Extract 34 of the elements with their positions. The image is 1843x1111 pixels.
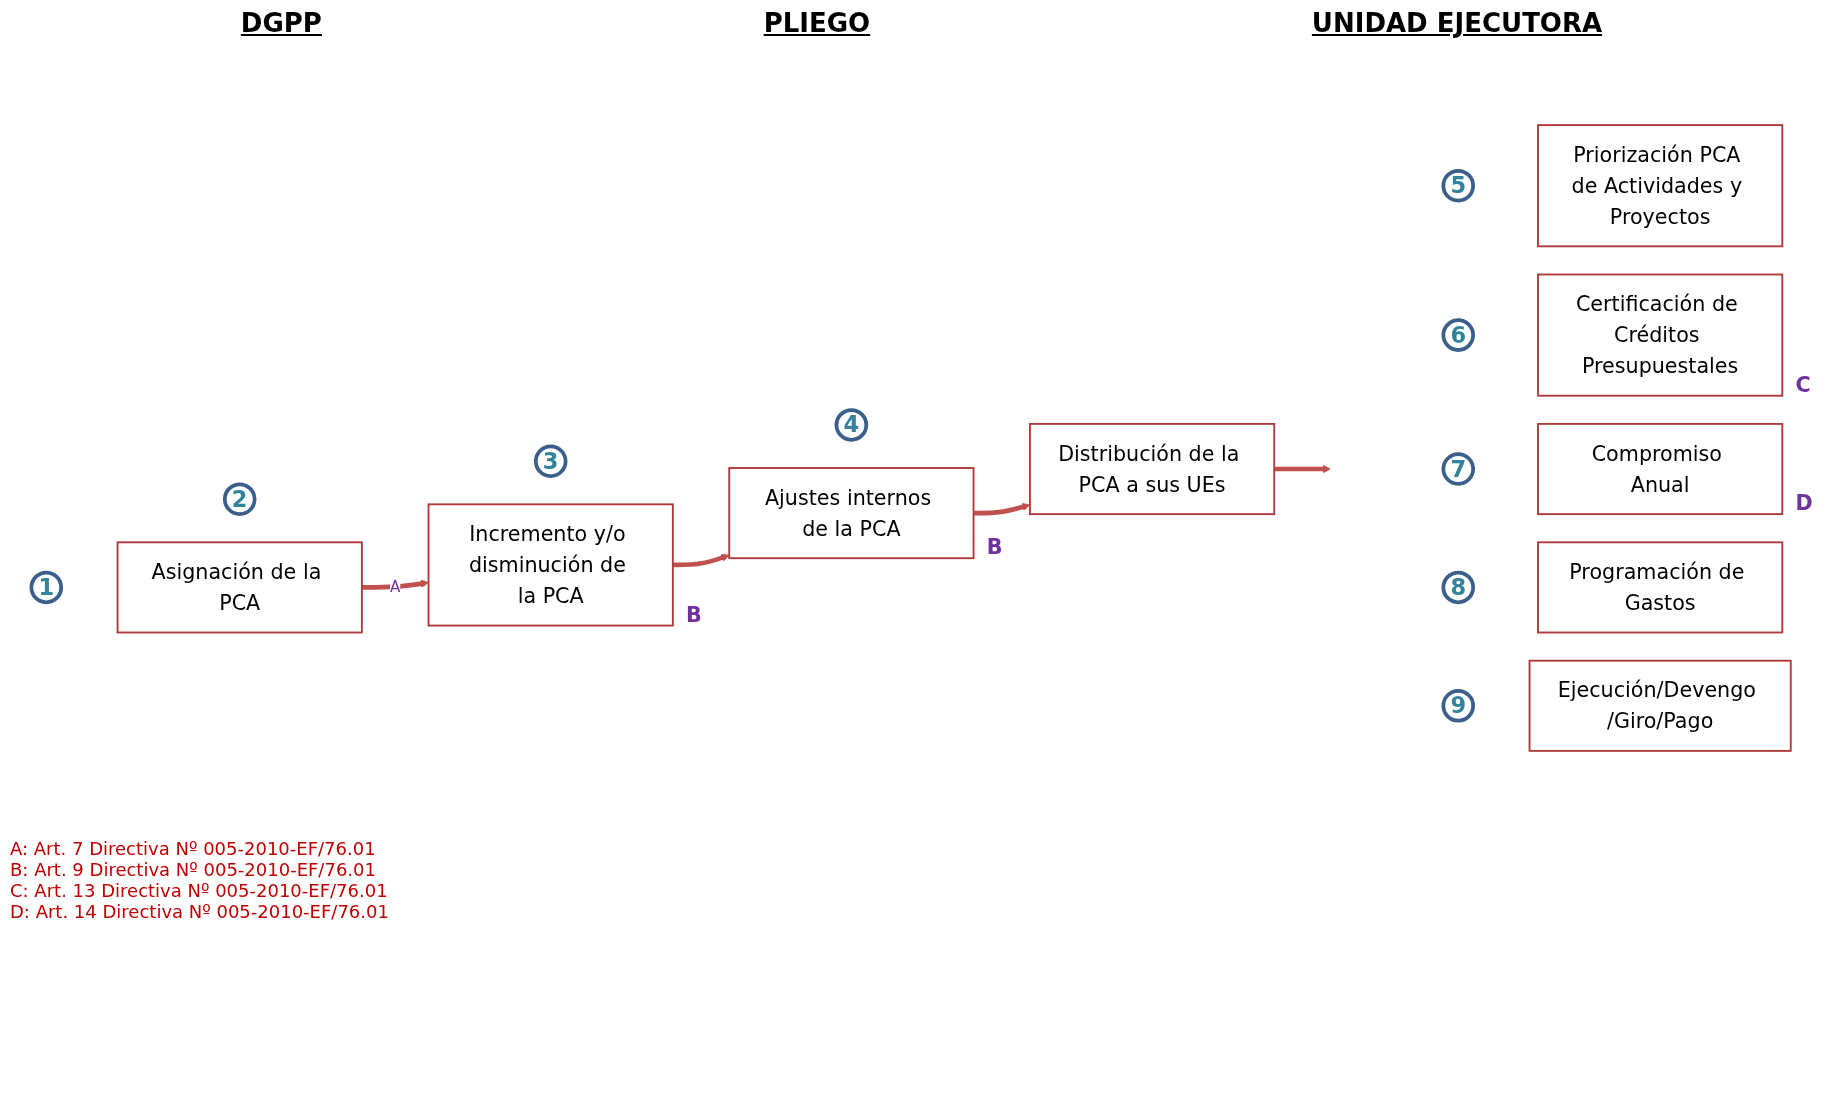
footnote: B: Art. 9 Directiva Nº 005-2010-EF/76.01 (10, 859, 377, 880)
reference-letter: D (1794, 491, 1813, 516)
node-box: Ajustes internos de la PCA (727, 467, 974, 560)
column-heading: DGPP (240, 8, 322, 38)
node-circle: 8 (1440, 570, 1475, 605)
node-box: Compromiso Anual (1536, 422, 1783, 516)
edge-label: A (389, 578, 400, 596)
node-box: Asignación de la PCA (116, 541, 363, 634)
node-circle: 1 (29, 570, 63, 605)
footnote: A: Art. 7 Directiva Nº 005-2010-EF/76.01 (10, 838, 377, 859)
node-box: Priorización PCA de Actividades y Proyectos (1536, 124, 1783, 248)
column-heading: UNIDAD EJECUTORA (1311, 8, 1603, 38)
arrow (973, 502, 1030, 516)
node-box: Programación de Gastos (1536, 541, 1783, 634)
node-circle: 6 (1440, 318, 1475, 352)
node-box: Certificación de Créditos Presupuestales (1536, 273, 1783, 397)
reference-letter: C (1794, 372, 1811, 397)
node-box: Ejecución/Devengo /Giro/Pago (1528, 659, 1792, 752)
node-circle: 3 (533, 444, 567, 479)
column-heading: PLIEGO (763, 8, 871, 38)
node-box: Distribución de la PCA a sus UEs (1028, 422, 1275, 516)
arrow (672, 553, 730, 568)
arrow (361, 579, 429, 590)
reference-letter: B (685, 602, 702, 627)
node-circle: 4 (834, 408, 868, 442)
node-circle: 5 (1440, 168, 1475, 203)
node-box: Incremento y/o disminución de la PCA (427, 503, 674, 627)
reference-letter: B (986, 535, 1002, 560)
node-circle: 7 (1440, 452, 1475, 486)
node-circle: 2 (222, 482, 256, 516)
node-circle: 9 (1440, 689, 1475, 723)
footnote: D: Art. 14 Directiva Nº 005-2010-EF/76.01 (10, 901, 390, 922)
arrow (1273, 464, 1331, 474)
footnote: C: Art. 13 Directiva Nº 005-2010-EF/76.01 (10, 880, 389, 901)
